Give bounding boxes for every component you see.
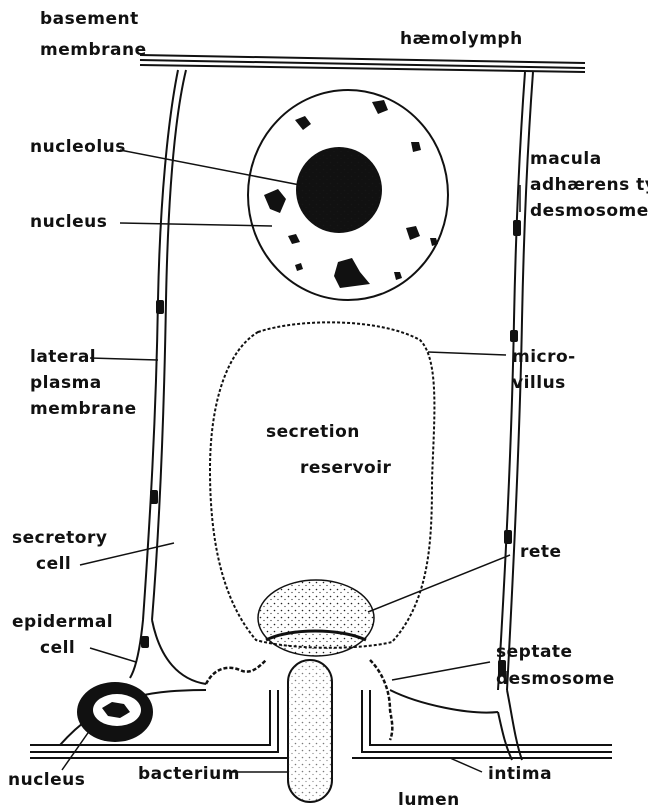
label-lateral-3: membrane: [30, 399, 137, 419]
label-epidermal-1: epidermal: [12, 612, 113, 632]
label-reservoir: reservoir: [300, 458, 392, 478]
label-haemolymph: hæmolymph: [400, 29, 523, 49]
label-macula-3: desmosome: [530, 201, 648, 221]
label-lateral-2: plasma: [30, 373, 102, 393]
label-secretion: secretion: [266, 422, 360, 442]
label-septate-2: desmosome: [496, 669, 615, 689]
label-microvillus-2: villus: [512, 373, 566, 393]
label-lateral-1: lateral: [30, 347, 96, 367]
label-nucleolus: nucleolus: [30, 137, 126, 157]
rete: [258, 580, 374, 656]
label-rete: rete: [520, 542, 562, 562]
label-secretory-2: cell: [36, 554, 71, 574]
label-nucleus-upper: nucleus: [30, 212, 107, 232]
label-basement-membrane-2: membrane: [40, 40, 147, 60]
label-microvillus-1: micro-: [512, 347, 576, 367]
label-basement-membrane-1: basement: [40, 9, 139, 29]
label-bacterium: bacterium: [138, 764, 240, 784]
label-lumen: lumen: [398, 790, 460, 810]
nucleolus: [296, 147, 382, 233]
label-macula-2: adhærens type: [530, 175, 648, 195]
label-epidermal-2: cell: [40, 638, 75, 658]
label-septate-1: septate: [496, 642, 573, 662]
bacterium: [288, 660, 332, 802]
label-secretory-1: secretory: [12, 528, 107, 548]
label-intima: intima: [488, 764, 552, 784]
label-nucleus-lower: nucleus: [8, 770, 85, 790]
basement-membrane: [140, 55, 585, 72]
label-macula-1: macula: [530, 149, 602, 169]
